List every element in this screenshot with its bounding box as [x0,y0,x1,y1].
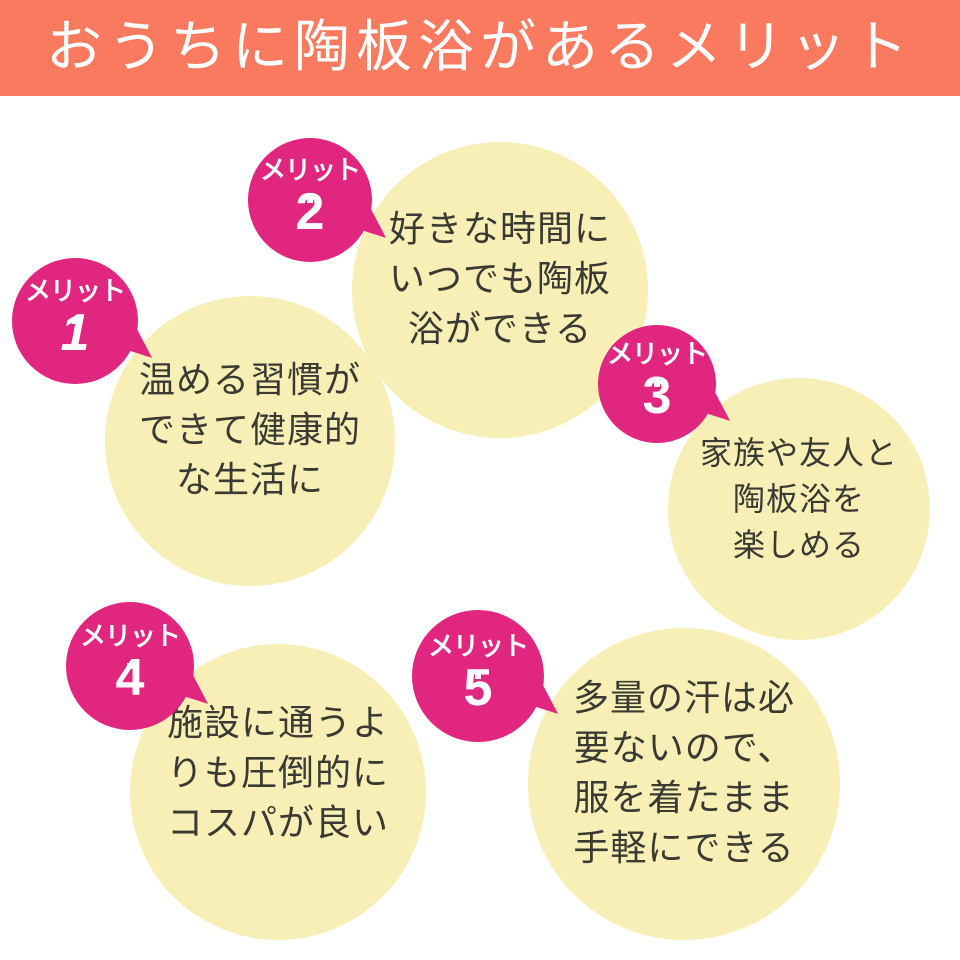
merit-1-badge-label: メリット [24,277,126,307]
merit-1-badge: メリット 1 [12,258,162,384]
merit-4-badge-number: 4 [115,649,145,707]
merit-3-text: 家族や友人と 陶板浴を 楽しめる [699,434,898,564]
merit-5-circle: 多量の汗は必 要ないので、 服を着たまま 手軽にできる [528,628,840,940]
merit-2-text: 好きな時間に いつでも陶板 浴ができる [388,209,611,350]
merit-5-badge-number: 5 [463,659,493,717]
merit-3-badge-number: 3 [642,367,672,425]
merit-5-badge: メリット 5 [412,610,568,742]
merit-3-badge-label: メリット [606,340,708,370]
merit-3-circle: 家族や友人と 陶板浴を 楽しめる [668,378,930,640]
merit-4-badge-label: メリット [79,622,181,652]
merit-5-text: 多量の汗は必 要ないので、 服を着たまま 手軽にできる [572,678,795,869]
merit-2-badge: メリット 2 [248,138,396,262]
merit-1-badge-number: 1 [60,304,90,362]
merit-1-text: 温める習慣が できて健康的 な生活に [138,360,361,501]
merit-2-badge-number: 2 [295,183,325,241]
merit-2-circle: 好きな時間に いつでも陶板 浴ができる [352,142,648,438]
page-header: おうちに陶板浴があるメリット [0,0,960,96]
page-title: おうちに陶板浴があるメリット [46,15,914,80]
merit-5-badge-label: メリット [427,632,529,662]
merit-1-circle: 温める習慣が できて健康的 な生活に [105,296,395,586]
merit-4-text: 施設に通うよ りも圧倒的に コスパが良い [166,703,389,844]
merit-4-badge: メリット 4 [66,602,218,730]
merit-2-badge-label: メリット [259,156,361,186]
merit-4-circle: 施設に通うよ りも圧倒的に コスパが良い [130,644,426,940]
merit-3-badge: メリット 3 [598,325,740,443]
